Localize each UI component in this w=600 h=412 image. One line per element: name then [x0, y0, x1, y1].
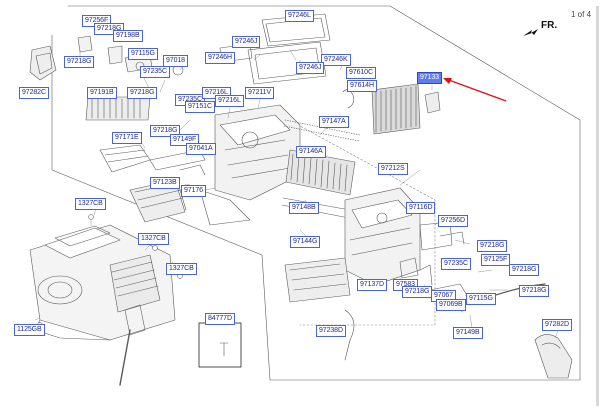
part-label[interactable]: 97198B [113, 30, 143, 42]
blower-housing-drawing [29, 224, 176, 386]
cabin-filter-drawing [371, 83, 421, 135]
inner-boundary-line [279, 114, 436, 326]
main-case-upper-drawing [199, 104, 301, 226]
page-indicator: 1 of 4 [571, 10, 592, 19]
assembly-boundary-line [51, 5, 581, 381]
part-label[interactable]: 97125F [481, 254, 511, 266]
part-label[interactable]: 97115G [466, 293, 496, 305]
screw-detail-box [198, 322, 242, 368]
part-label[interactable]: 97116D [406, 202, 436, 214]
part-label[interactable]: 97246J [232, 36, 261, 48]
part-label[interactable]: 97137D [357, 279, 387, 291]
front-direction-icon [523, 29, 538, 36]
part-label[interactable]: 97176 [181, 185, 206, 197]
scrollbar[interactable] [596, 6, 599, 406]
duct-drawing [534, 334, 573, 379]
part-label[interactable]: 97246H [205, 52, 235, 64]
pointer-arrow [443, 78, 507, 102]
part-label[interactable]: 97216L [215, 95, 244, 107]
part-label[interactable]: 97614H [347, 80, 377, 92]
filter-drawing [85, 96, 151, 121]
part-label[interactable]: 97218G [477, 240, 508, 252]
part-label[interactable]: 84777D [205, 313, 235, 325]
part-label[interactable]: 97191B [87, 87, 117, 99]
part-label[interactable]: 97235C [140, 66, 170, 78]
part-label[interactable]: 97235C [441, 258, 471, 270]
part-label[interactable]: 97211V [245, 87, 275, 99]
main-case-lower-drawing [344, 187, 465, 286]
blower-inlet-drawing [29, 45, 57, 81]
part-label-highlighted[interactable]: 97133 [417, 72, 442, 84]
part-label[interactable]: 97610C [346, 67, 376, 79]
part-label[interactable]: 97151C [185, 101, 215, 113]
part-label[interactable]: 97282C [19, 87, 49, 99]
part-label[interactable]: 97282D [542, 319, 572, 331]
part-label[interactable]: 97069B [436, 299, 466, 311]
part-label[interactable]: 97246J [296, 62, 325, 74]
part-label[interactable]: 97018 [163, 55, 188, 67]
part-label[interactable]: 97149B [453, 327, 483, 339]
part-label[interactable]: 97218G [64, 56, 95, 68]
part-label[interactable]: 97123B [150, 177, 180, 189]
part-label[interactable]: 97146A [296, 146, 326, 158]
part-label[interactable]: 97256D [438, 215, 468, 227]
front-direction-label: FR. [541, 20, 558, 31]
part-label[interactable]: 97115G [128, 48, 158, 60]
part-label[interactable]: 1327CB [166, 263, 197, 275]
part-label[interactable]: 97212S [378, 163, 408, 175]
part-label[interactable]: 97171E [112, 132, 142, 144]
part-label[interactable]: 97147A [319, 116, 349, 128]
part-label[interactable]: 97238D [316, 325, 346, 337]
part-label[interactable]: 1327CB [75, 198, 106, 210]
part-label[interactable]: 97246L [285, 10, 314, 22]
small-sensor-drawing [424, 91, 441, 114]
part-label[interactable]: 97218G [127, 87, 158, 99]
part-label[interactable]: 97148B [289, 202, 319, 214]
part-label[interactable]: 1125GB [14, 324, 45, 336]
part-label[interactable]: 97218G [402, 286, 433, 298]
part-label[interactable]: 97041A [186, 143, 216, 155]
lower-tray-drawing [284, 257, 355, 361]
part-label[interactable]: 97218G [519, 285, 550, 297]
part-label[interactable]: 97246K [321, 54, 351, 66]
part-label[interactable]: 97144G [290, 236, 321, 248]
evaporator-drawing [281, 119, 361, 219]
part-label[interactable]: 97218G [509, 264, 540, 276]
part-label[interactable]: 1327CB [138, 233, 169, 245]
